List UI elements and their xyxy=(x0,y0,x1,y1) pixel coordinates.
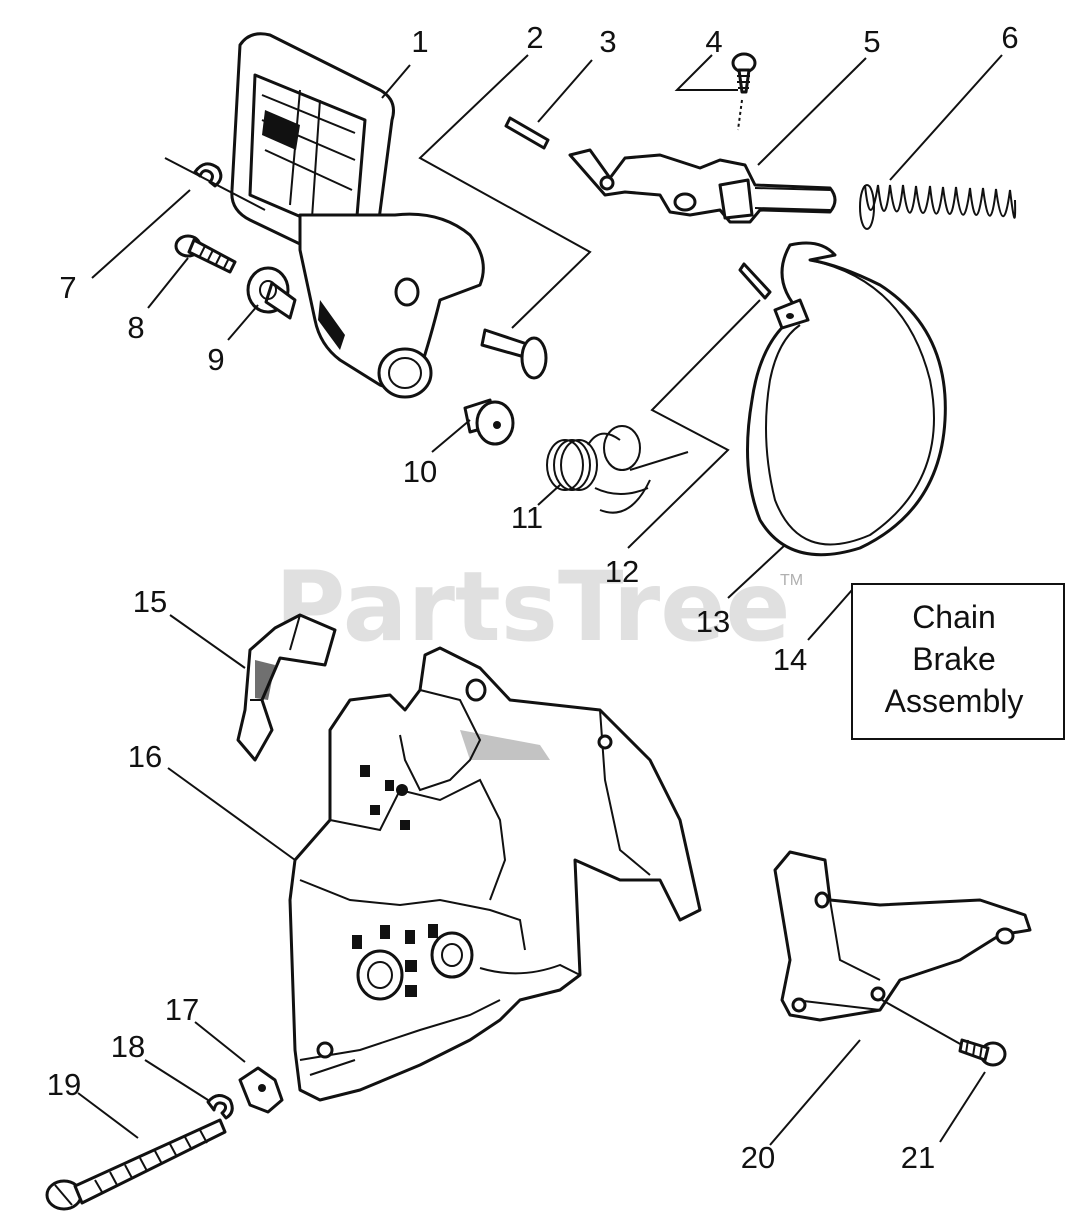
callout-6: 6 xyxy=(1001,20,1018,55)
callout-10: 10 xyxy=(403,454,437,489)
assembly-box-line-1: Chain xyxy=(912,599,996,635)
callout-13: 13 xyxy=(696,604,730,639)
watermark: PartsTree xyxy=(275,551,790,663)
part-18-clip[interactable] xyxy=(206,1094,234,1120)
part-10-pivot-bushing[interactable] xyxy=(463,398,515,446)
assembly-box-line-3: Assembly xyxy=(885,683,1024,719)
part-13-brake-band[interactable] xyxy=(746,241,947,557)
leader-lines xyxy=(77,54,1003,1146)
part-4-screw[interactable] xyxy=(731,52,757,131)
callout-20: 20 xyxy=(741,1140,775,1175)
callout-14: 14 xyxy=(773,642,807,677)
callout-4: 4 xyxy=(705,24,722,59)
part-19-adjusting-screw[interactable] xyxy=(45,1118,227,1211)
callout-5: 5 xyxy=(863,24,880,59)
part-1-brake-handle[interactable] xyxy=(230,32,485,399)
callout-7: 7 xyxy=(59,270,76,305)
callout-8: 8 xyxy=(127,310,144,345)
part-21-screw[interactable] xyxy=(958,1038,1007,1067)
callout-21: 21 xyxy=(901,1140,935,1175)
callout-2: 2 xyxy=(526,20,543,55)
callout-11: 11 xyxy=(511,500,543,535)
part-8-bolt[interactable] xyxy=(174,234,237,274)
assembly-box: Chain Brake Assembly xyxy=(851,583,1065,740)
callout-18: 18 xyxy=(111,1029,145,1064)
watermark-trademark: TM xyxy=(780,572,803,589)
part-9-bushing[interactable] xyxy=(246,266,297,320)
part-5-brake-latch[interactable] xyxy=(568,148,837,224)
callout-9: 9 xyxy=(207,342,224,377)
callout-12: 12 xyxy=(605,554,639,589)
part-6-spring[interactable] xyxy=(859,184,1017,230)
part-17-tensioner-plate[interactable] xyxy=(238,1066,284,1114)
callout-15: 15 xyxy=(133,584,167,619)
callout-numbers: 1 2 3 4 5 6 7 8 9 10 11 12 13 14 15 16 1… xyxy=(47,20,1019,1175)
part-20-guide-plate[interactable] xyxy=(773,850,1032,1022)
assembly-box-line-2: Brake xyxy=(912,641,996,677)
callout-19: 19 xyxy=(47,1067,81,1102)
part-3-pin[interactable] xyxy=(504,116,550,150)
part-2-shoulder-bolt[interactable] xyxy=(480,328,548,380)
callout-3: 3 xyxy=(599,24,616,59)
part-16-cover-housing[interactable] xyxy=(288,646,702,1102)
callout-16: 16 xyxy=(128,739,162,774)
part-11-torsion-spring[interactable] xyxy=(546,432,651,514)
part-15-bracket[interactable] xyxy=(236,613,337,762)
callout-1: 1 xyxy=(411,24,428,59)
callout-17: 17 xyxy=(165,992,199,1027)
part-12-pin[interactable] xyxy=(603,262,772,471)
